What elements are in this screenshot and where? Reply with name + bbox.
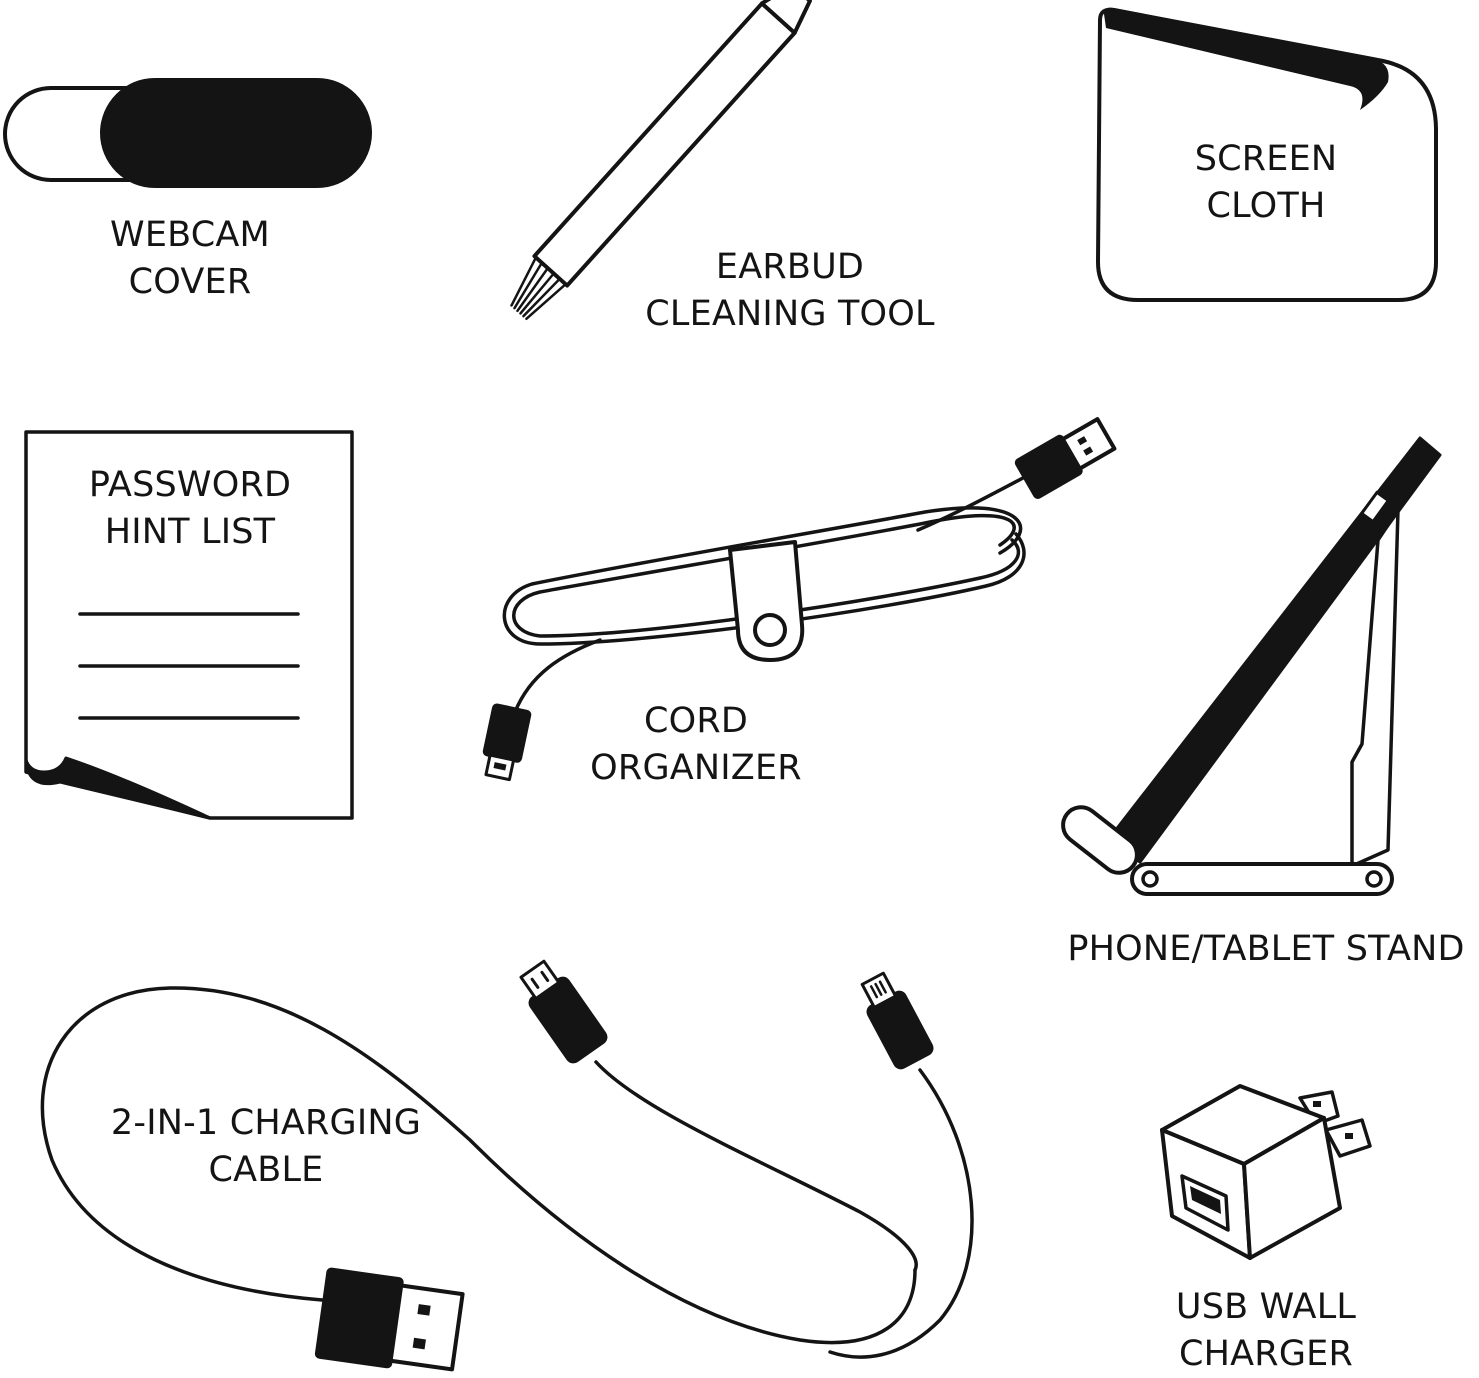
phone-tablet-stand-label: PHONE/TABLET STAND: [1067, 926, 1464, 973]
usb-wall-charger-icon: [1160, 1084, 1372, 1260]
password-hint-list-icon: [24, 430, 354, 820]
password-list-label-line1: PASSWORD: [88, 465, 292, 505]
earbud-tool-label-line1: EARBUD: [715, 247, 865, 287]
webcam-cover-label-line2: COVER: [128, 262, 252, 302]
wall-charger-label-line1: USB WALL: [1175, 1287, 1357, 1327]
charging-cable-label: 2-IN-1 CHARGING CABLE: [111, 1100, 421, 1194]
webcam-cover-label: WEBCAM COVER: [110, 212, 270, 306]
usb-wall-charger-label: USB WALL CHARGER: [1176, 1284, 1356, 1378]
cord-organizer-label-line1: CORD: [643, 701, 749, 741]
charging-cable-icon: [40, 959, 974, 1372]
cord-organizer-label-line2: ORGANIZER: [590, 748, 802, 788]
phone-tablet-stand-icon: [1061, 436, 1442, 896]
screen-cloth-icon: [1096, 7, 1438, 302]
cord-organizer-label: CORD ORGANIZER: [590, 698, 802, 792]
stand-label-line1: PHONE/TABLET STAND: [1067, 929, 1465, 969]
earbud-cleaning-tool-label: EARBUD CLEANING TOOL: [645, 244, 935, 338]
webcam-cover-icon: [3, 78, 372, 188]
earbud-cleaning-tool-icon: [510, 0, 812, 321]
earbud-tool-label-line2: CLEANING TOOL: [645, 294, 935, 334]
wall-charger-label-line2: CHARGER: [1179, 1334, 1353, 1374]
screen-cloth-label-line1: SCREEN: [1194, 139, 1338, 179]
password-hint-list-label: PASSWORD HINT LIST: [89, 462, 291, 556]
screen-cloth-label-line2: CLOTH: [1206, 186, 1326, 226]
charging-cable-label-line2: CABLE: [208, 1150, 324, 1190]
webcam-cover-label-line1: WEBCAM: [110, 215, 270, 255]
password-list-label-line2: HINT LIST: [104, 512, 276, 552]
cord-organizer-icon: [482, 417, 1117, 782]
charging-cable-label-line1: 2-IN-1 CHARGING: [110, 1103, 422, 1143]
screen-cloth-label: SCREEN CLOTH: [1195, 136, 1338, 230]
